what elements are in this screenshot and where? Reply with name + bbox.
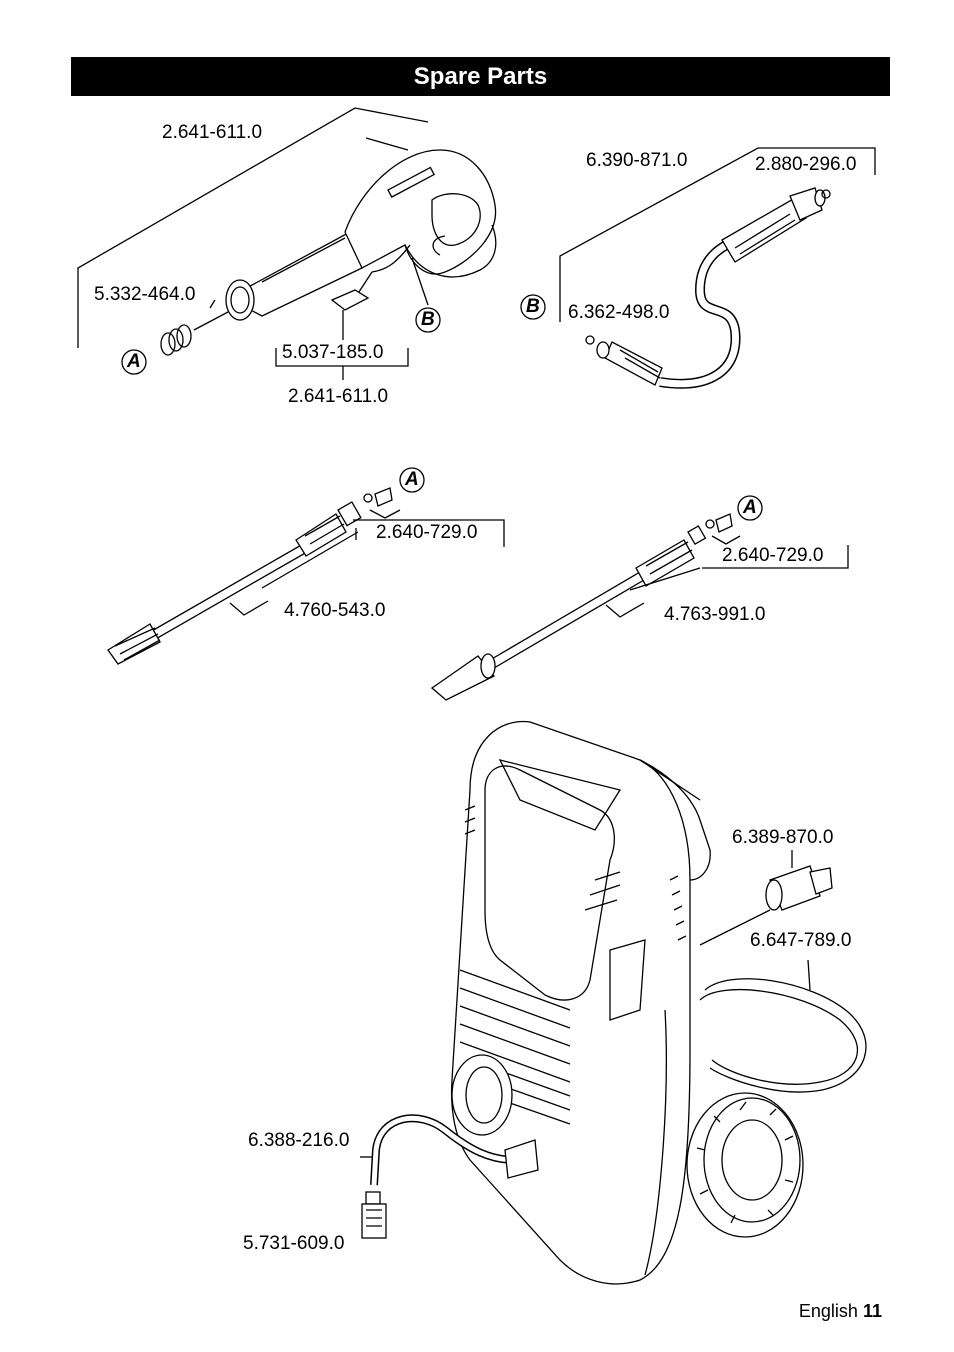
part-number-lance2-nozzle: 2.640-729.0 [722, 545, 824, 566]
part-number-lance2: 4.763-991.0 [664, 604, 766, 625]
part-number-lance1-nozzle: 2.640-729.0 [376, 522, 478, 543]
footer-page-number: 11 [862, 1301, 882, 1321]
callout-a-lance2: A [743, 497, 757, 518]
spray-gun [77, 107, 497, 380]
part-number-garden-hose: 6.647-789.0 [750, 930, 852, 951]
part-number-gun-assembly: 2.641-611.0 [288, 386, 389, 407]
page-footer: English 11 [799, 1301, 882, 1322]
part-number-lance1: 4.760-543.0 [284, 600, 386, 621]
callout-b-gun: B [421, 309, 435, 330]
spray-lance-1 [107, 467, 505, 665]
pressure-washer-unit [360, 720, 867, 1285]
part-number-detergent-hose: 6.388-216.0 [248, 1130, 350, 1151]
part-number-water-connector: 6.389-870.0 [732, 827, 834, 848]
footer-language: English [798, 1301, 858, 1321]
spray-lance-2 [430, 495, 849, 701]
part-number-hose-end-oring: 6.362-498.0 [568, 302, 670, 323]
callout-a-lance1: A [405, 469, 419, 490]
high-pressure-hose [520, 147, 876, 389]
part-number-detergent-filter: 5.731-609.0 [243, 1233, 345, 1254]
part-number-gun-clip: 5.037-185.0 [282, 342, 384, 363]
callout-a-gun: A [127, 351, 141, 372]
page-title: Spare Parts [71, 57, 890, 96]
callout-b-hose: B [526, 296, 540, 317]
part-number-hose-oring: 2.880-296.0 [755, 154, 857, 175]
part-number-gun: 2.641-611.0 [162, 122, 263, 143]
part-number-gun-orings: 5.332-464.0 [94, 284, 196, 305]
part-number-hose: 6.390-871.0 [586, 150, 688, 171]
